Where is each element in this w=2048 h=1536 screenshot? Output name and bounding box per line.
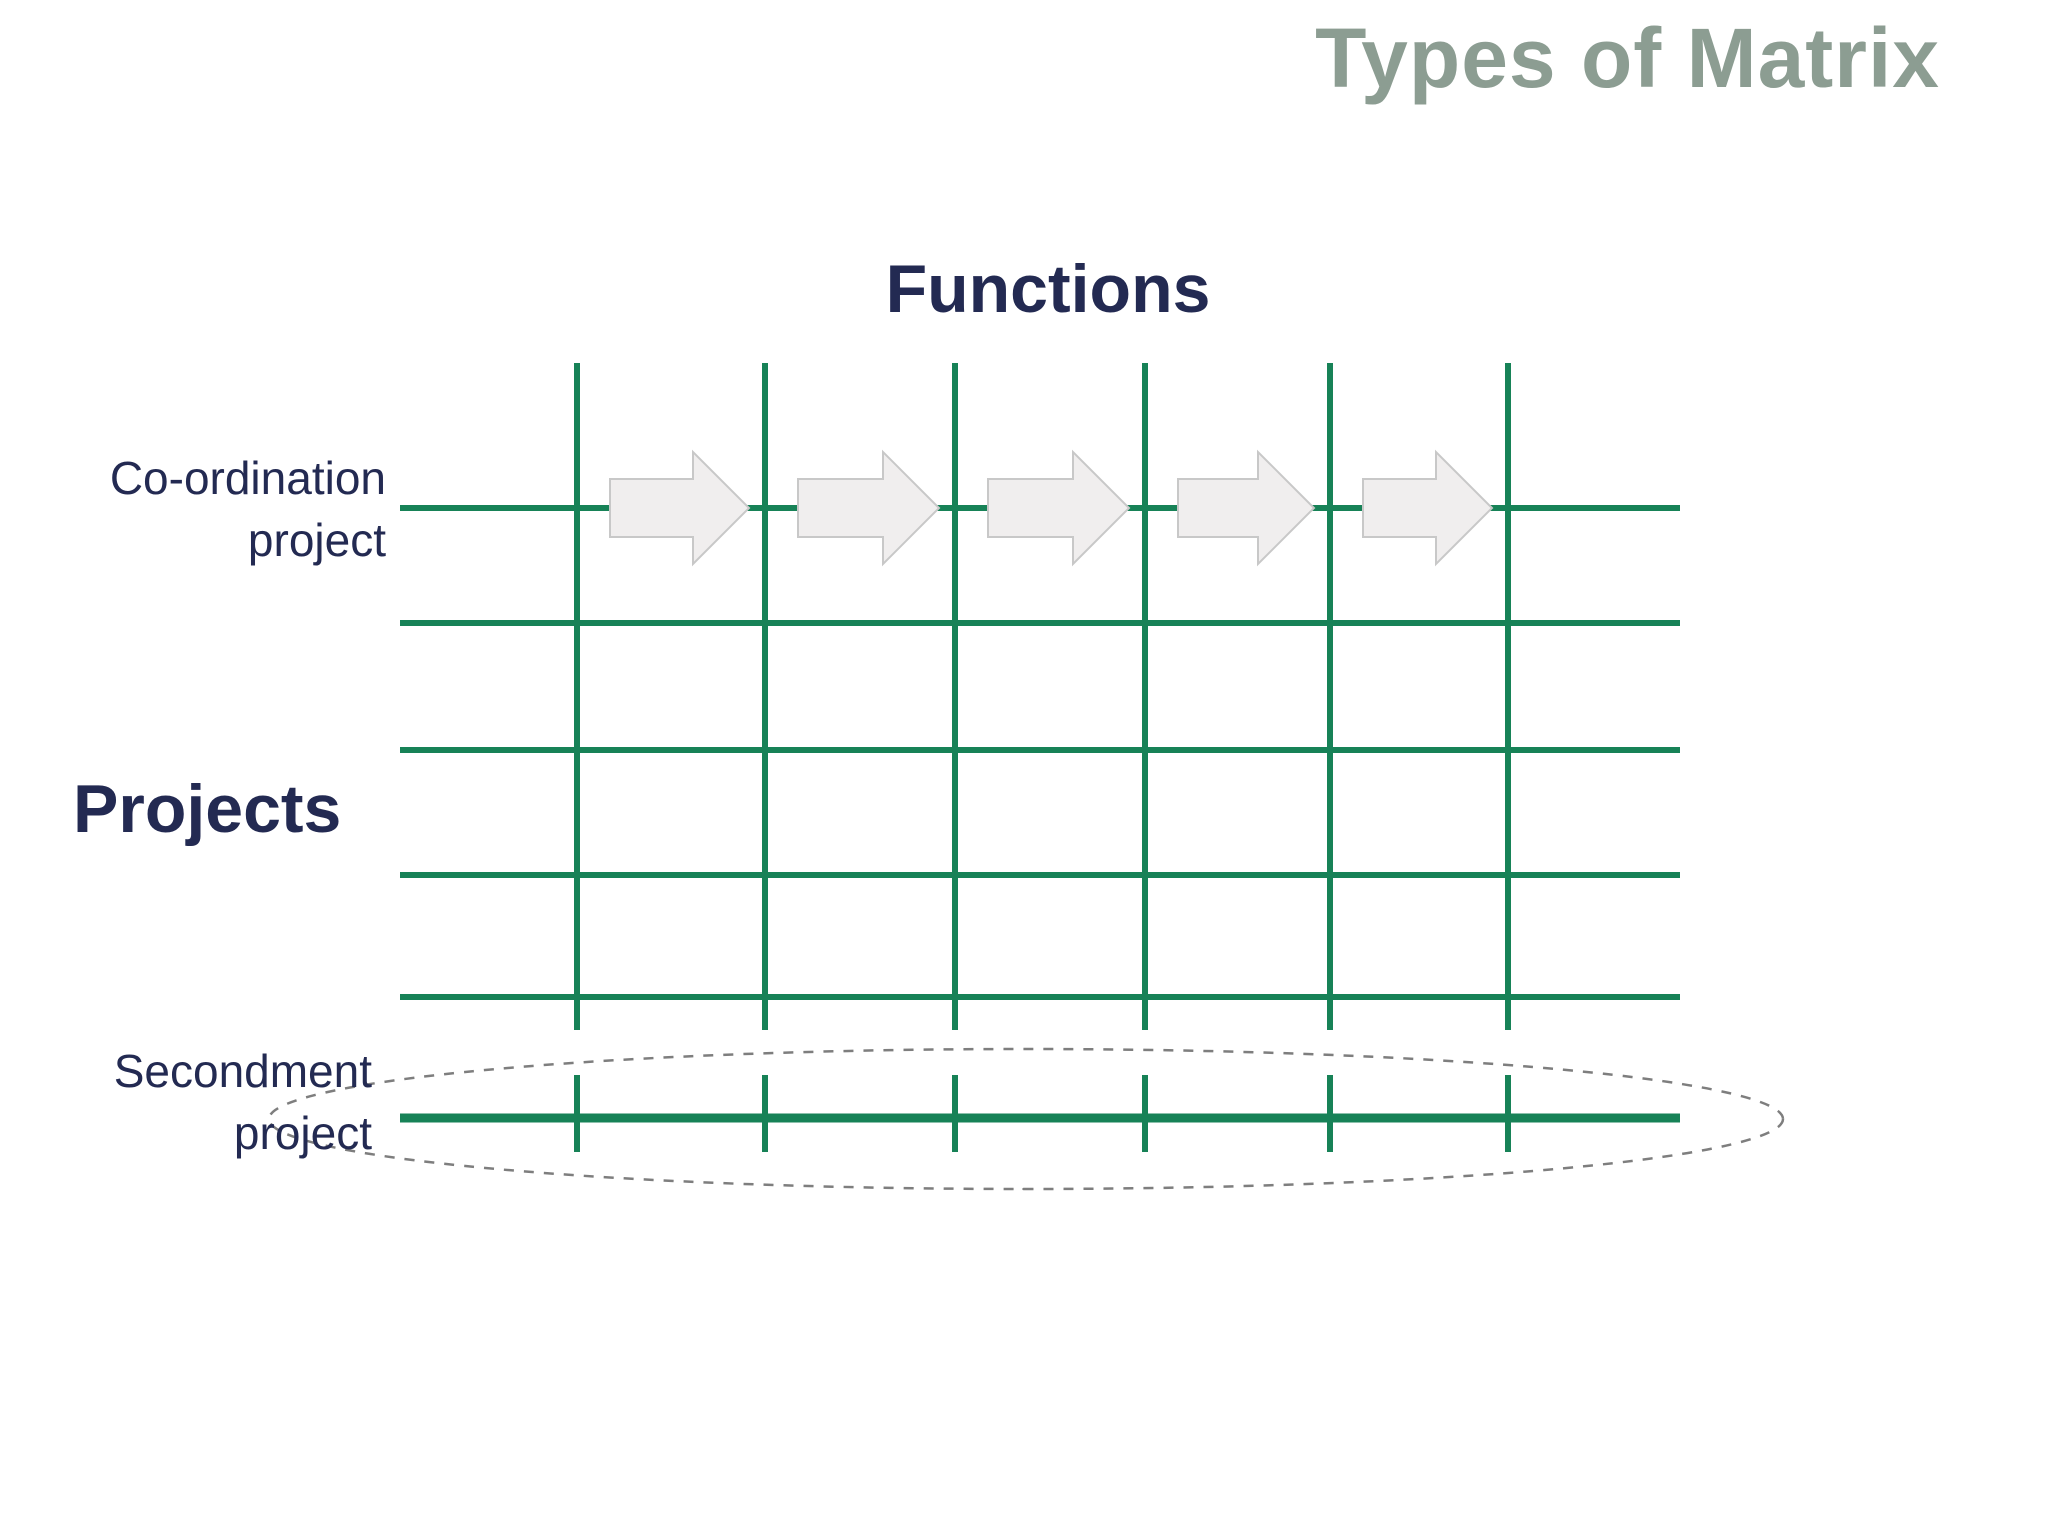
flow-arrow <box>987 449 1131 567</box>
secondment-project-label-line1: Secondment <box>113 1045 372 1097</box>
flow-arrow <box>797 449 941 567</box>
coordination-project-label-line1: Co-ordination <box>109 452 386 504</box>
flow-arrow <box>609 449 751 567</box>
secondment-project-label: Secondment project <box>60 1040 372 1164</box>
flow-arrow <box>1177 449 1316 567</box>
functions-axis-label: Functions <box>885 251 1211 327</box>
slide-title: Types of Matrix <box>1315 11 1940 105</box>
coordination-project-label: Co-ordination project <box>60 447 386 571</box>
coordination-project-label-line2: project <box>247 514 386 566</box>
secondment-project-label-line2: project <box>233 1107 372 1159</box>
flow-arrow <box>1362 449 1494 567</box>
projects-axis-label: Projects <box>73 771 342 847</box>
secondment-ellipse <box>267 1047 1785 1191</box>
